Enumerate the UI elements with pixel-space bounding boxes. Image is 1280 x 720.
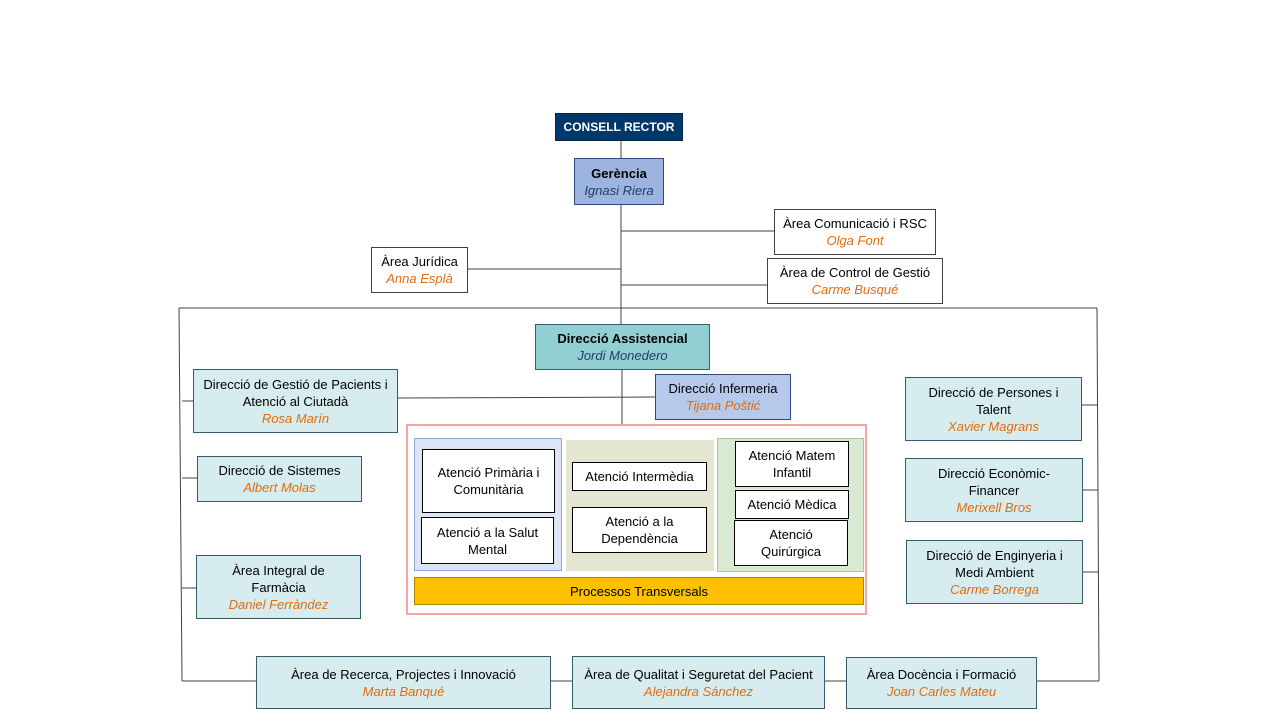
pacients-name: Rosa Marín (261, 410, 330, 426)
recerca-title: Àrea de Recerca, Projectes i Innovació (291, 666, 516, 682)
assistencial-title: Direcció Assistencial (557, 331, 688, 346)
unit-primaria-label: Atenció Primària i Comunitària (437, 465, 540, 497)
comunicacio-name: Olga Font (826, 233, 884, 248)
qualitat-box: Àrea de Qualitat i Seguretat del Pacient… (572, 656, 825, 709)
assistencial-name: Jordi Monedero (577, 348, 668, 363)
unit-quirurgica-label: Atenció Quirúrgica (761, 527, 821, 559)
farmacia-title: Àrea Integral de Farmàcia (232, 562, 325, 595)
qualitat-title: Àrea de Qualitat i Seguretat del Pacient (584, 666, 813, 682)
processos-transversals-label: Processos Transversals (570, 583, 708, 599)
gestio-pacients-box: Direcció de Gestió de Pacients i Atenció… (193, 369, 398, 433)
direccio-assistencial-box: Direcció Assistencial Jordi Monedero (535, 324, 710, 370)
enginyeria-name: Carme Borrega (950, 581, 1039, 597)
docencia-name: Joan Carles Mateu (886, 684, 997, 699)
processos-transversals-bar: Processos Transversals (414, 577, 864, 605)
unit-intermedia-label: Atenció Intermèdia (585, 469, 694, 484)
infermeria-name: Tijana Poštić (685, 398, 761, 413)
enginyeria-box: Direcció de Enginyeria i Medi Ambient Ca… (906, 540, 1083, 604)
unit-salut-mental-label: Atenció a la Salut Mental (436, 524, 539, 557)
docencia-box: Àrea Docència i Formació Joan Carles Mat… (846, 657, 1037, 709)
unit-intermedia: Atenció Intermèdia (572, 462, 707, 491)
juridica-name: Anna Esplà (386, 271, 453, 286)
unit-primaria: Atenció Primària i Comunitària (422, 449, 555, 513)
persones-name: Xavier Magrans (947, 418, 1040, 434)
control-gestio-box: Àrea de Control de Gestió Carme Busqué (767, 258, 943, 304)
farmacia-box: Àrea Integral de Farmàcia Daniel Ferrànd… (196, 555, 361, 619)
qualitat-name: Alejandra Sánchez (643, 683, 754, 699)
control-gestio-title: Àrea de Control de Gestió (779, 265, 931, 280)
consell-rector-box: CONSELL RECTOR (555, 113, 683, 141)
sistemes-title: Direcció de Sistemes (218, 463, 341, 478)
economic-box: Direcció Econòmic-Financer Merixell Bros (905, 458, 1083, 522)
docencia-title: Àrea Docència i Formació (866, 667, 1017, 682)
unit-dependencia-label: Atenció a la Dependència (601, 514, 678, 546)
comunicacio-title: Àrea Comunicació i RSC (783, 216, 927, 231)
gerencia-title: Gerència (591, 165, 647, 181)
farmacia-name: Daniel Ferràndez (228, 596, 329, 612)
unit-matern: Atenció Matem Infantil (735, 441, 849, 487)
recerca-box: Àrea de Recerca, Projectes i Innovació M… (256, 656, 551, 709)
persones-box: Direcció de Persones i Talent Xavier Mag… (905, 377, 1082, 441)
consell-rector-label: CONSELL RECTOR (563, 119, 675, 134)
control-gestio-name: Carme Busqué (811, 282, 899, 297)
unit-dependencia: Atenció a la Dependència (572, 507, 707, 553)
infermeria-title: Direcció Infermeria (668, 381, 778, 396)
juridica-title: Àrea Jurídica (381, 254, 458, 269)
pacients-title: Direcció de Gestió de Pacients i Atenció… (203, 376, 388, 409)
comunicacio-box: Àrea Comunicació i RSC Olga Font (774, 209, 936, 255)
unit-salut-mental: Atenció a la Salut Mental (421, 517, 554, 564)
gerencia-box: Gerència Ignasi Riera (574, 158, 664, 205)
gerencia-name: Ignasi Riera (584, 182, 654, 198)
sistemes-box: Direcció de Sistemes Albert Molas (197, 456, 362, 502)
economic-title: Direcció Econòmic-Financer (938, 465, 1050, 498)
persones-title: Direcció de Persones i Talent (928, 384, 1059, 417)
economic-name: Merixell Bros (956, 499, 1032, 515)
juridica-box: Àrea Jurídica Anna Esplà (371, 247, 468, 293)
sistemes-name: Albert Molas (243, 480, 316, 495)
recerca-name: Marta Banqué (362, 683, 445, 699)
enginyeria-title: Direcció de Enginyeria i Medi Ambient (926, 547, 1063, 580)
unit-matern-label: Atenció Matem Infantil (748, 448, 836, 480)
unit-medica: Atenció Mèdica (735, 490, 849, 519)
infermeria-box: Direcció Infermeria Tijana Poštić (655, 374, 791, 420)
unit-medica-label: Atenció Mèdica (747, 497, 837, 512)
unit-quirurgica: Atenció Quirúrgica (734, 520, 848, 566)
